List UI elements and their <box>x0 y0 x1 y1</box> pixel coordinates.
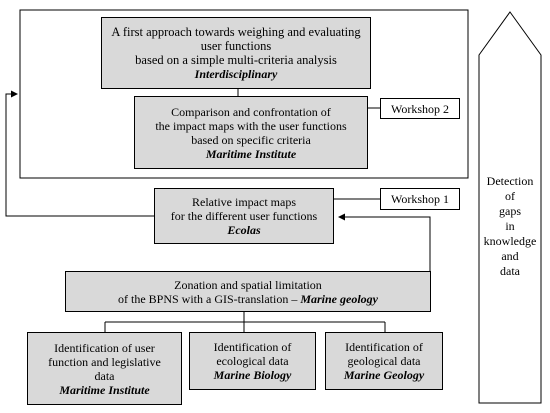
zonation-line-2-text: of the BPNS with a GIS-translation – <box>118 291 301 306</box>
user-function-line-1: Identification of user <box>54 340 155 355</box>
gaps-line-7: data <box>500 264 520 278</box>
zonation-org: Marine geology <box>300 291 378 306</box>
comparison-line-1: Comparison and confrontation of <box>171 104 331 119</box>
first-approach-org: Interdisciplinary <box>194 67 278 81</box>
zonation-to-impact-arrow <box>338 213 431 271</box>
ecological-line-1: Identification of <box>213 340 292 354</box>
user-function-box: Identification of user function and legi… <box>27 332 182 405</box>
first-approach-line-1: A first approach towards weighing and ev… <box>111 25 361 39</box>
detection-side-arrow <box>478 11 542 404</box>
ecological-box: Identification of ecological data Marine… <box>189 332 316 390</box>
geological-line-2: geological data <box>347 354 421 368</box>
gaps-line-4: in <box>505 219 515 233</box>
feedback-arrow <box>5 90 154 217</box>
workshop-1-box: Workshop 1 <box>380 188 460 210</box>
comparison-org: Maritime Institute <box>205 146 297 161</box>
relative-impact-box: Relative impact maps for the different u… <box>154 188 334 244</box>
workshop-1-label: Workshop 1 <box>390 192 450 206</box>
user-function-org: Maritime Institute <box>59 382 150 397</box>
comparison-line-3: based on specific criteria <box>191 132 311 147</box>
comparison-line-2: the impact maps with the user functions <box>155 118 347 133</box>
user-function-line-3: data <box>94 368 115 383</box>
ecological-org: Marine Biology <box>213 368 292 382</box>
geological-line-1: Identification of <box>345 340 423 354</box>
zonation-line-1: Zonation and spatial limitation <box>174 277 322 292</box>
gaps-line-5: knowledge <box>483 234 537 248</box>
first-approach-line-3: based on a simple multi-criteria analysi… <box>135 53 337 67</box>
ecological-line-2: ecological data <box>216 354 289 368</box>
first-approach-box: A first approach towards weighing and ev… <box>101 17 371 89</box>
detection-gaps-text: Detection of gaps in knowledge and data <box>476 174 544 279</box>
outer-frame <box>19 9 469 179</box>
geological-box: Identification of geological data Marine… <box>325 332 443 390</box>
workshop-2-box: Workshop 2 <box>380 98 460 119</box>
zonation-box: Zonation and spatial limitation of the B… <box>65 271 431 312</box>
gaps-line-1: Detection <box>486 174 534 188</box>
relative-impact-org: Ecolas <box>227 223 261 237</box>
relative-impact-line-1: Relative impact maps <box>192 195 296 209</box>
gaps-line-2: of <box>505 189 515 203</box>
geological-org: Marine Geology <box>343 368 425 382</box>
zonation-line-2: of the BPNS with a GIS-translation – Mar… <box>118 292 378 306</box>
user-function-line-2: function and legislative <box>48 354 161 369</box>
relative-impact-line-2: for the different user functions <box>170 209 318 223</box>
gaps-line-6: and <box>501 249 519 263</box>
first-approach-line-2: user functions <box>200 39 272 53</box>
workshop-2-label: Workshop 2 <box>390 101 450 116</box>
comparison-box: Comparison and confrontation of the impa… <box>134 96 368 169</box>
gaps-line-3: gaps <box>499 204 521 218</box>
